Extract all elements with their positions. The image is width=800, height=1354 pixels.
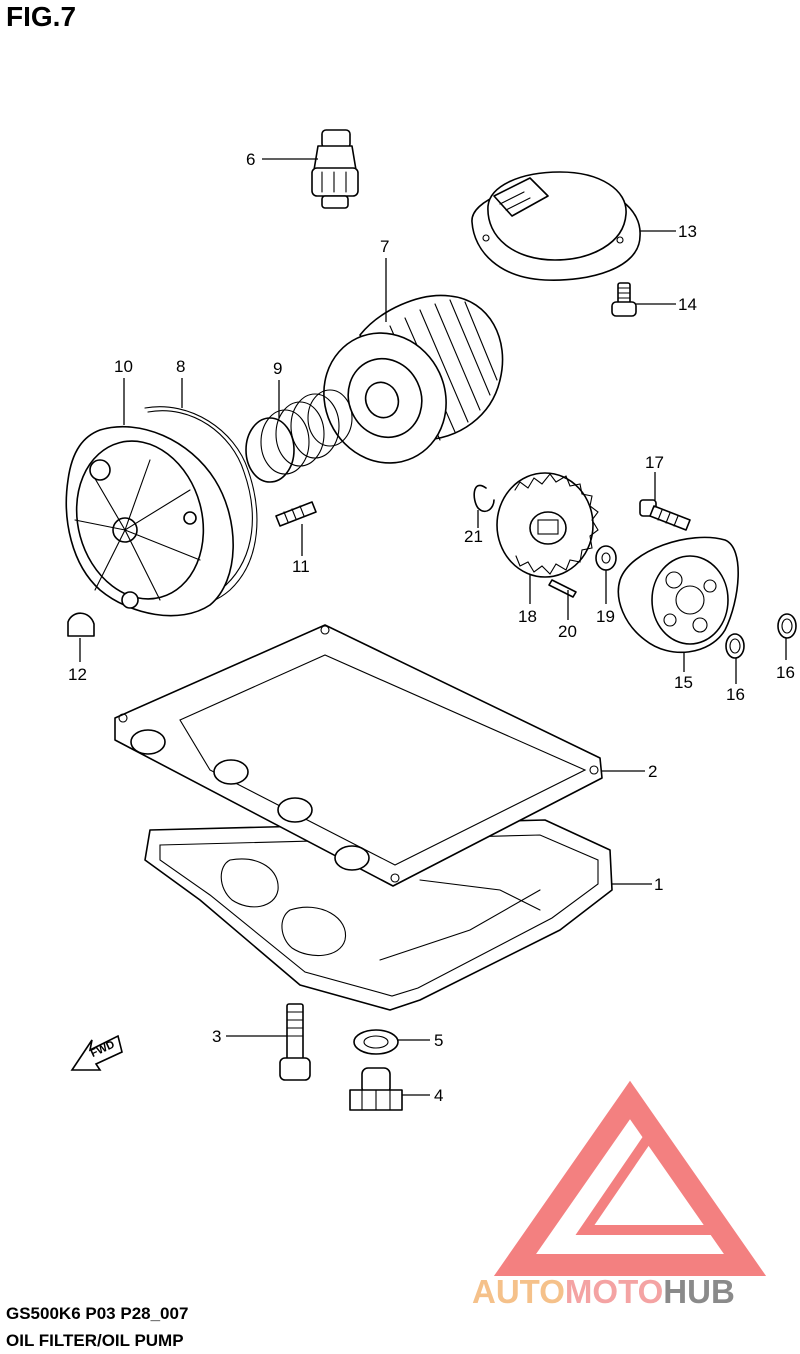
part-20-pin xyxy=(548,579,577,598)
part-6-oil-filler-cap xyxy=(311,129,359,209)
callout-3: 3 xyxy=(212,1027,221,1046)
part-1-oil-pan xyxy=(144,819,613,1011)
callout-17: 17 xyxy=(645,453,664,472)
part-2-gasket xyxy=(114,624,603,887)
callouts: 1 2 3 4 5 6 7 8 9 10 11 12 13 14 15 16 1… xyxy=(68,150,795,1105)
part-10-filter-cap xyxy=(65,425,234,617)
part-4-drain-plug xyxy=(349,1067,403,1111)
callout-6: 6 xyxy=(246,150,255,169)
callout-12: 12 xyxy=(68,665,87,684)
part-13-filter-cover xyxy=(471,171,641,281)
watermark-brand: AUTOMOTOHUB xyxy=(472,1272,735,1312)
part-12-cap xyxy=(67,612,95,637)
watermark-logo xyxy=(493,1080,767,1276)
part-15-oil-pump xyxy=(617,536,739,654)
callout-7: 7 xyxy=(380,237,389,256)
callout-15: 15 xyxy=(674,673,693,692)
part-19-washer xyxy=(595,545,617,571)
callout-10: 10 xyxy=(114,357,133,376)
callout-18: 18 xyxy=(518,607,537,626)
leader-lines xyxy=(79,158,787,1096)
part-16-o-ring-b xyxy=(777,613,797,639)
fwd-arrow-icon: FWD xyxy=(70,1034,123,1071)
footer-caption: OIL FILTER/OIL PUMP xyxy=(6,1331,184,1350)
footer-model-code: GS500K6 P03 P28_007 xyxy=(6,1304,189,1323)
part-18-pump-gear xyxy=(496,472,599,578)
part-5-washer xyxy=(353,1029,399,1055)
part-14-bolt xyxy=(611,282,637,317)
callout-9: 9 xyxy=(273,359,282,378)
figure-title: FIG.7 xyxy=(6,1,77,32)
part-9-spring xyxy=(245,389,353,483)
callout-2: 2 xyxy=(648,762,657,781)
watermark-moto: MOTO xyxy=(564,1273,664,1310)
callout-16b: 16 xyxy=(776,663,795,682)
watermark-hub: HUB xyxy=(663,1273,735,1310)
callout-11: 11 xyxy=(292,557,310,576)
callout-16a: 16 xyxy=(726,685,745,704)
callout-14: 14 xyxy=(678,295,697,314)
callout-5: 5 xyxy=(434,1031,443,1050)
callout-20: 20 xyxy=(558,622,577,641)
part-7-oil-filter xyxy=(323,294,504,464)
callout-4: 4 xyxy=(434,1086,443,1105)
part-11-stud xyxy=(275,501,317,527)
part-21-circlip xyxy=(473,484,495,513)
watermark-auto: AUTO xyxy=(472,1273,565,1310)
callout-8: 8 xyxy=(176,357,185,376)
callout-13: 13 xyxy=(678,222,697,241)
part-3-bolt xyxy=(279,1003,311,1081)
part-17-screw xyxy=(639,499,691,531)
callout-19: 19 xyxy=(596,607,615,626)
part-16-o-ring-a xyxy=(725,633,745,659)
callout-21: 21 xyxy=(464,527,483,546)
callout-1: 1 xyxy=(654,875,663,894)
